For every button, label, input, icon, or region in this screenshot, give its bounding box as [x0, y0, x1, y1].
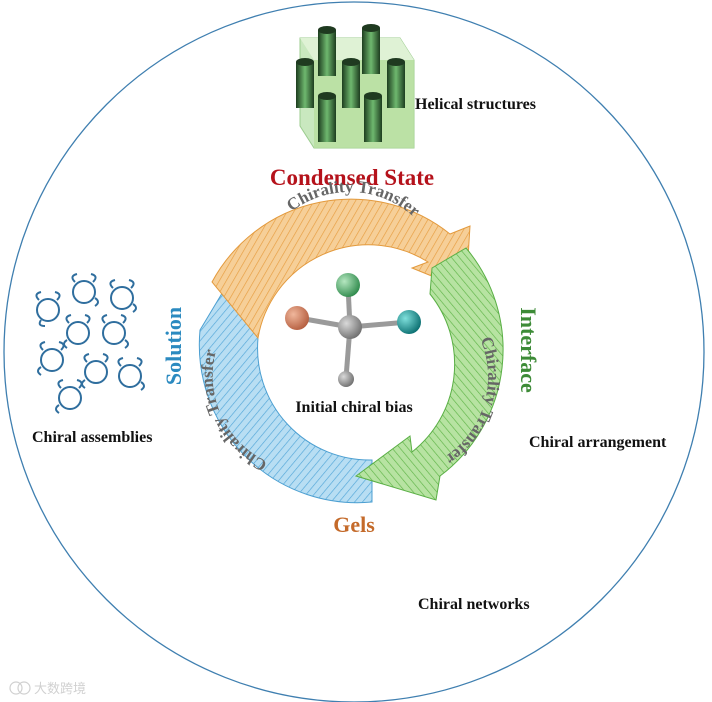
- chiral-networks-caption: Chiral networks: [418, 596, 530, 613]
- watermark-text: 大数跨境: [34, 682, 86, 697]
- solution-title: Solution: [161, 307, 186, 385]
- pillar: [318, 26, 336, 76]
- green-transfer-arrow: [354, 247, 504, 501]
- pillar: [387, 58, 405, 108]
- green-atom: [336, 273, 360, 297]
- pillar: [318, 92, 336, 142]
- assembly-icon: [55, 379, 83, 414]
- teal-atom: [397, 310, 421, 334]
- central-carbon-atom: [338, 315, 362, 339]
- assembly-icon: [117, 357, 145, 391]
- assembly-icon: [37, 341, 65, 376]
- interface-title: Interface: [516, 307, 541, 393]
- assembly-icon: [71, 273, 99, 307]
- orange-transfer-arrow: [211, 198, 471, 340]
- chiral-molecule-model: [285, 273, 421, 387]
- blue-transfer-arrow: [198, 289, 373, 504]
- outer-circle: [3, 1, 705, 702]
- condensed-state-title: Condensed State: [270, 165, 434, 190]
- initial-chiral-bias-label: Initial chiral bias: [295, 399, 412, 416]
- pillar: [296, 58, 314, 108]
- chiral-arrangement-caption: Chiral arrangement: [529, 434, 667, 451]
- assembly-icon: [109, 279, 137, 313]
- chiral-assemblies-icons: [35, 273, 145, 414]
- small-grey-atom: [338, 371, 354, 387]
- assembly-icon: [63, 314, 91, 349]
- chiral-assemblies-caption: Chiral assemblies: [32, 429, 152, 446]
- watermark: 大数跨境: [9, 681, 86, 697]
- helical-structures-caption: Helical structures: [415, 96, 536, 113]
- gels-title: Gels: [333, 512, 375, 537]
- assembly-icon: [101, 314, 129, 349]
- assembly-icon: [35, 291, 61, 327]
- assembly-icon: [81, 353, 109, 389]
- pillar: [342, 58, 360, 108]
- helical-pillar-array: [296, 24, 415, 149]
- salmon-atom: [285, 306, 309, 330]
- pillar: [362, 24, 380, 74]
- pillar: [364, 92, 382, 142]
